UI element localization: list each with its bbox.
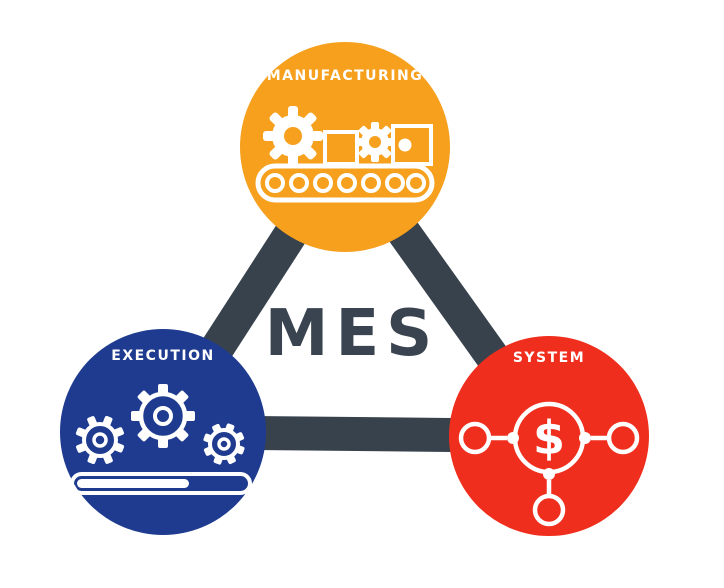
conveyor-belt-icon [255, 163, 435, 203]
network-node-icon [532, 493, 566, 527]
network-node-icon [606, 421, 640, 455]
dollar-network-icon: $ [458, 401, 640, 527]
manufacturing-label: MANUFACTURING [266, 68, 424, 84]
system-label: SYSTEM [512, 350, 586, 366]
triangle-connector [146, 133, 566, 453]
dollar-sign: $ [533, 411, 565, 465]
dot-icon [398, 138, 412, 152]
box-icon [323, 130, 359, 166]
connector-dots [507, 432, 591, 480]
gear-icon [75, 415, 125, 465]
network-node-icon [458, 421, 492, 455]
gears-progress-icon [70, 384, 252, 495]
conveyor-gears-icon [255, 106, 435, 203]
large-gear-icon [263, 106, 323, 166]
mes-acronym: MES [264, 297, 440, 371]
progress-bar-icon [70, 472, 252, 495]
node-circle-system [449, 336, 649, 536]
gear-icon [131, 384, 195, 448]
small-gear-icon [355, 122, 395, 162]
gear-icon [203, 423, 245, 465]
execution-label: EXECUTION [111, 348, 215, 364]
